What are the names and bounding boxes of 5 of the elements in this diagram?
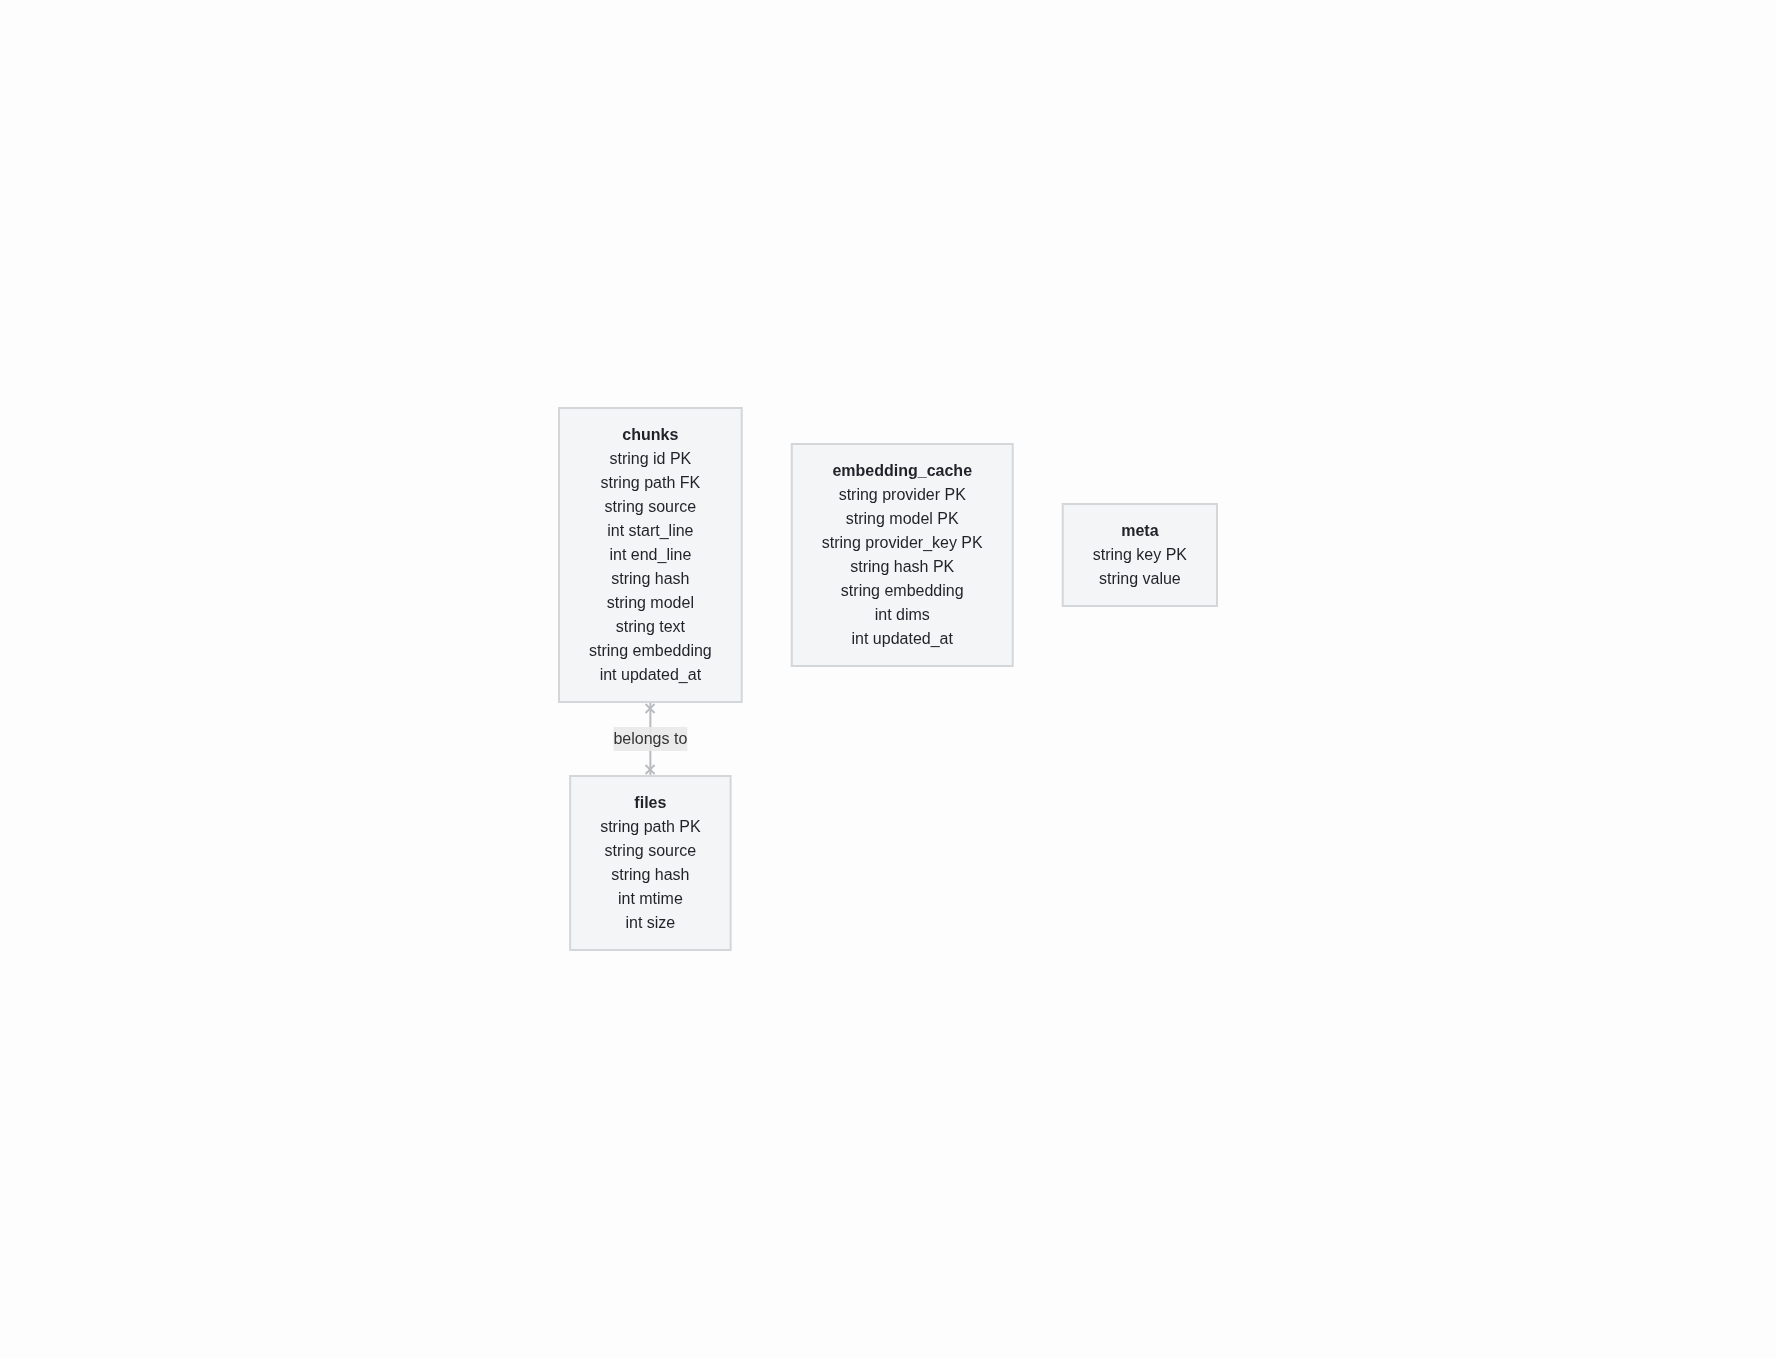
node-box: meta string key PK string value <box>1061 503 1218 607</box>
node-box: embedding_cache string provider PK string model PK string provider_key PK string hash PK string embedding int dims int updated_at <box>790 443 1014 667</box>
node-box: chunks string id PK string path FK string source int start_line int end_line string hash string model string text string embedding int updated_at <box>558 407 743 703</box>
node-box: files string path PK string source string hash int mtime int size <box>569 775 732 951</box>
edge-label: belongs to <box>613 730 688 747</box>
